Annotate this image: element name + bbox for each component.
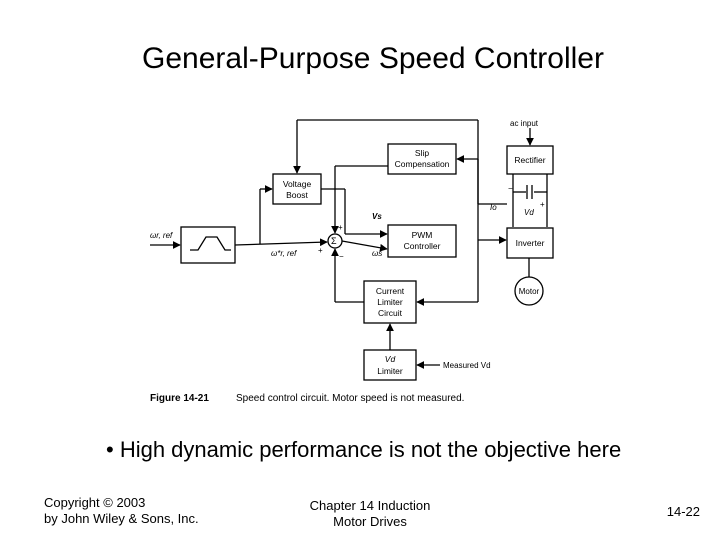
ac-input-label: ac input — [510, 119, 539, 128]
rectifier-label: Rectifier — [514, 155, 545, 165]
omega-ref-label: ωr, ref — [150, 231, 173, 240]
current-limiter-label-1: Current — [376, 286, 405, 296]
vd-limiter-label-1: Vd — [385, 354, 396, 364]
current-limiter-label-3: Circuit — [378, 308, 403, 318]
voltage-boost-label-2: Boost — [286, 190, 308, 200]
plus-sign-top: + — [338, 223, 343, 232]
motor-label: Motor — [519, 287, 540, 296]
inverter-block — [506, 227, 554, 259]
footer-page-number: 14-22 — [666, 504, 700, 519]
current-limiter-label-2: Limiter — [377, 297, 403, 307]
speed-control-diagram: Slip Compensation Voltage Boost PWM Cont… — [150, 119, 554, 404]
slip-compensation-block — [387, 143, 457, 175]
minus-sign-bottom: − — [339, 252, 344, 261]
measured-vd-label: Measured Vd — [443, 361, 491, 370]
figure-caption-text: Speed control circuit. Motor speed is no… — [236, 393, 464, 404]
bullet-point: • High dynamic performance is not the ob… — [106, 437, 622, 462]
figure-caption-label: Figure 14-21 — [150, 393, 209, 404]
dc-link-plus: + — [540, 200, 545, 209]
copyright-line-1: Copyright © 2003 — [44, 495, 146, 510]
pwm-controller-block — [387, 224, 457, 258]
rectifier-block — [506, 145, 554, 175]
vd-limiter-label-2: Limiter — [377, 366, 403, 376]
inverter-label: Inverter — [516, 238, 545, 248]
ramp-block — [180, 226, 236, 264]
pwm-label-2: Controller — [404, 241, 441, 251]
footer-copyright: Copyright © 2003 by John Wiley & Sons, I… — [44, 495, 199, 527]
copyright-line-2: by John Wiley & Sons, Inc. — [44, 511, 199, 526]
slip-label-2: Compensation — [395, 159, 450, 169]
plus-sign-left: + — [318, 246, 323, 255]
footer-chapter: Chapter 14 Induction Motor Drives — [290, 498, 450, 530]
io-label: Io — [490, 203, 497, 212]
vs-label: Vs — [372, 212, 382, 221]
slide-title: General-Purpose Speed Controller — [142, 42, 604, 75]
chapter-line-2: Motor Drives — [333, 514, 407, 529]
omega-s-label: ωs — [372, 249, 382, 258]
dc-link-minus: − — [508, 184, 513, 193]
slip-label-1: Slip — [415, 148, 429, 158]
vd-label: Vd — [524, 208, 534, 217]
sigma-label: Σ — [331, 236, 337, 246]
chapter-line-1: Chapter 14 Induction — [309, 498, 431, 513]
voltage-boost-label-1: Voltage — [283, 179, 312, 189]
pwm-label-1: PWM — [412, 230, 433, 240]
omega-ref-star-label: ω*r, ref — [271, 249, 297, 258]
